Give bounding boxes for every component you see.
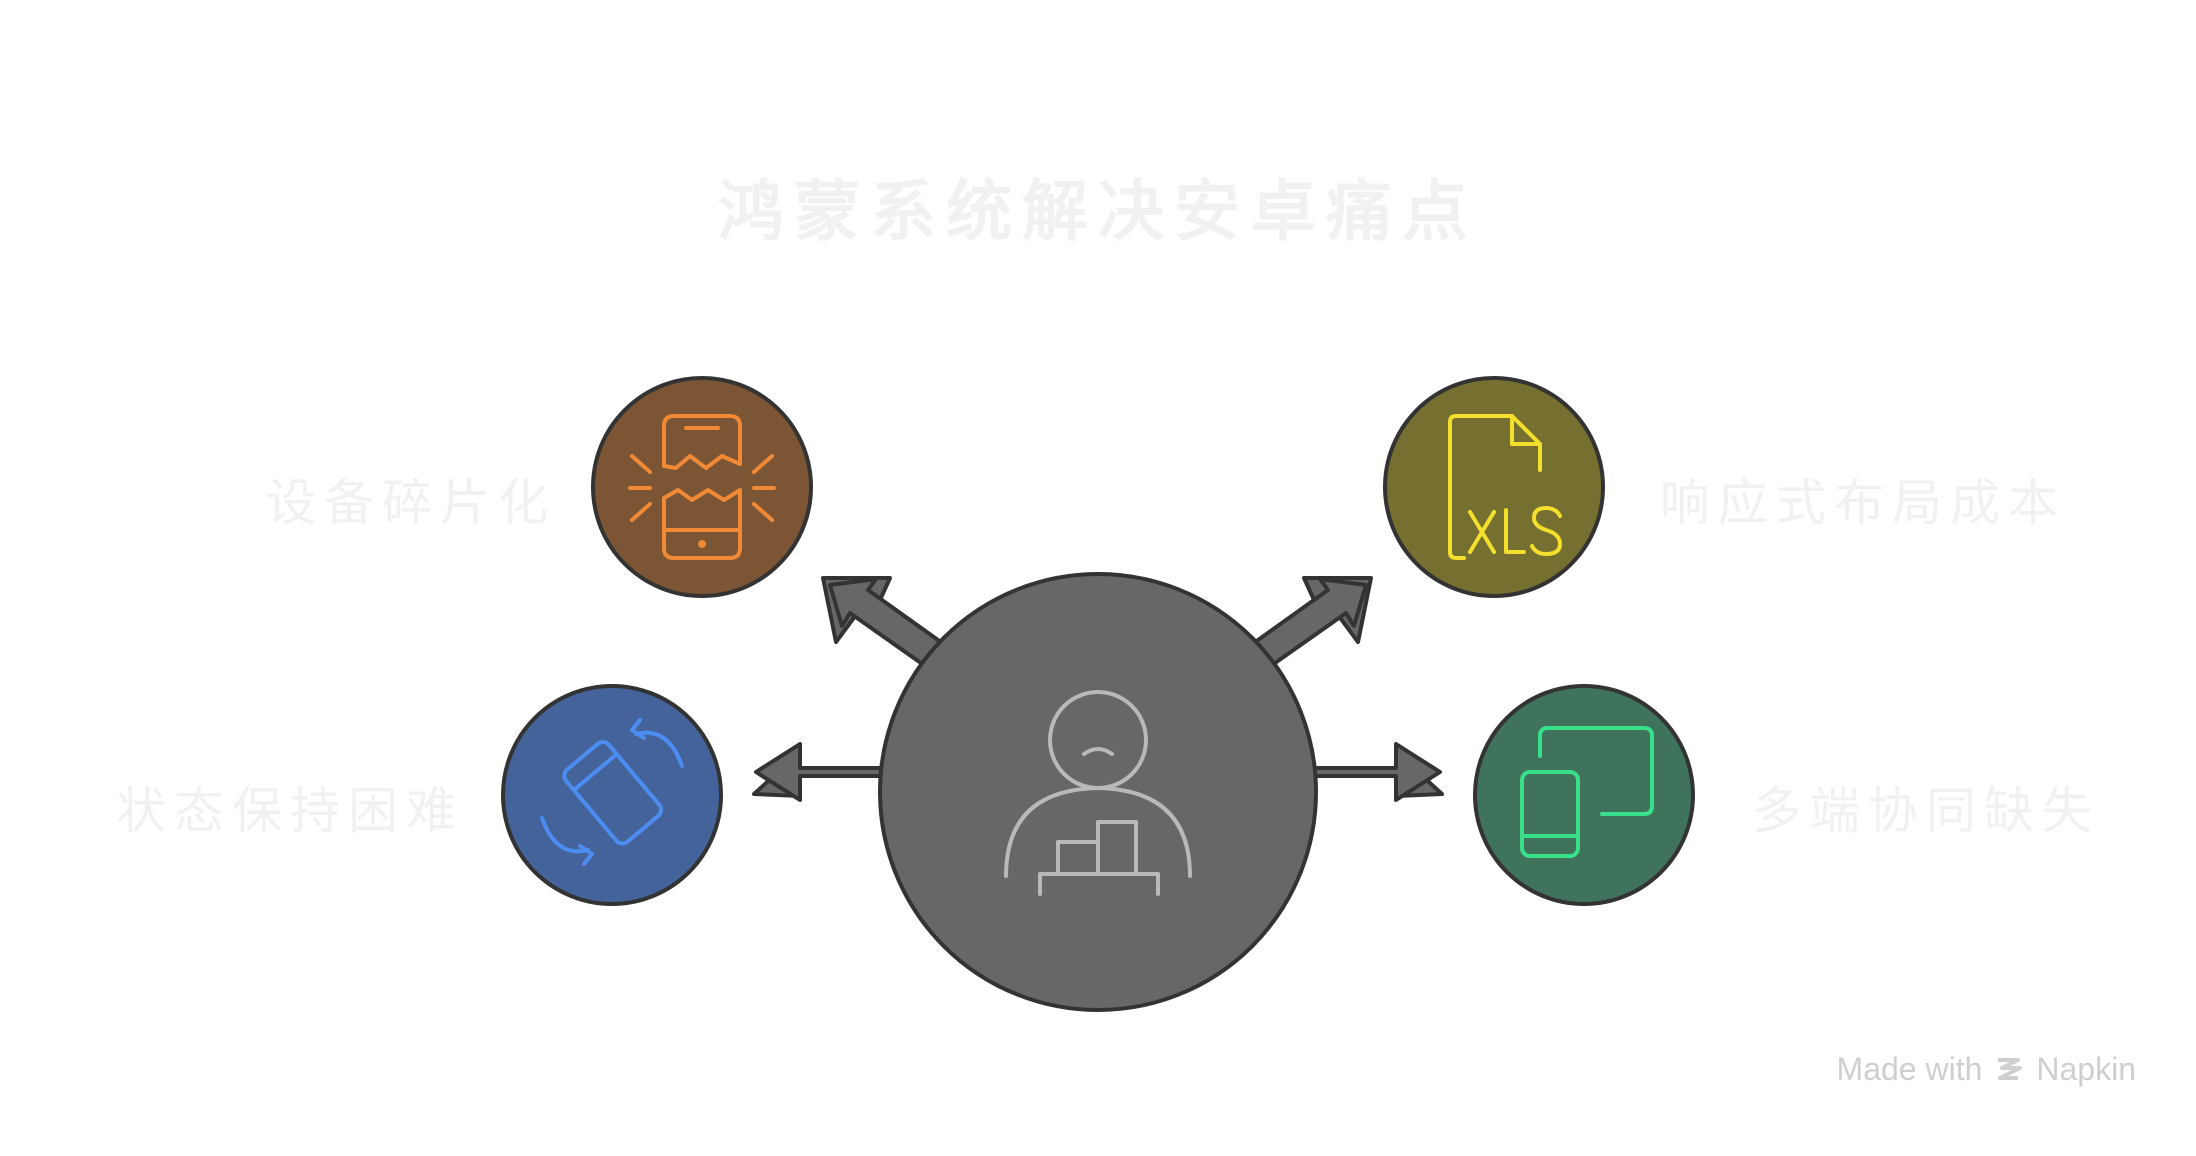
arrow-shaft-up-left [828,577,947,670]
broken-phone-icon [628,414,776,560]
arrow-shaft-up-right [1249,577,1368,670]
pain-circle-collaboration [1473,684,1695,906]
pain-circle-responsive [1383,376,1605,598]
napkin-watermark[interactable]: Made with Napkin [1837,1051,2136,1088]
label-device-fragmentation: 设备碎片化 [266,474,556,532]
napkin-logo-icon [1998,1057,2023,1080]
pain-circle-fragmentation [591,376,813,598]
watermark-text: Made with [1836,1051,1983,1087]
sad-person-icon [1004,690,1192,896]
multi-device-icon [1520,726,1654,858]
label-responsive-layout-cost: 响应式布局成本 [1660,474,2066,532]
rotate-phone-icon [540,718,684,866]
center-circle [878,572,1318,1012]
label-multi-device-collaboration: 多端协同缺失 [1752,782,2100,840]
pain-circle-state [501,684,723,906]
diagram-title: 鸿蒙系统解决安卓痛点 [718,173,1478,250]
watermark-brand: Napkin [2036,1051,2136,1087]
label-state-preservation: 状态保持困难 [116,782,464,840]
xls-file-icon [1448,414,1562,560]
